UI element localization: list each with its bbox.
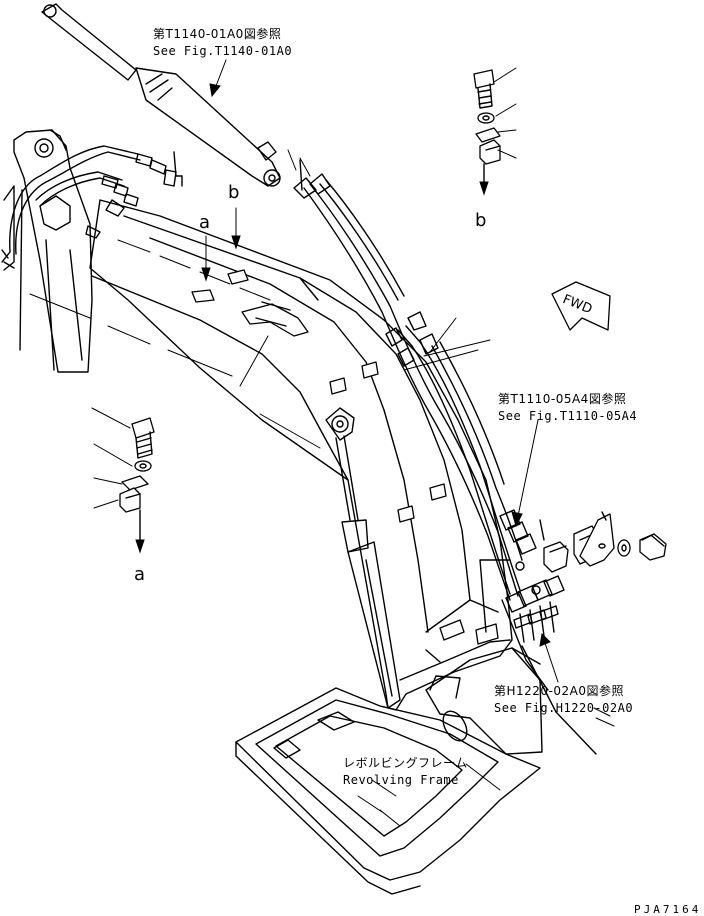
- fitting-cluster: [479, 509, 597, 755]
- ref-t1140-jp: 第T1140-01A0図参照: [153, 27, 282, 41]
- boom-clamps: [191, 269, 499, 645]
- clamp-half-icon: [579, 513, 615, 567]
- detail-b: [473, 67, 517, 196]
- bolt-icon: [131, 417, 155, 459]
- clamp-block-icon: [543, 541, 569, 573]
- reference-leaders: [201, 59, 615, 791]
- marker-b-detail: b: [475, 210, 487, 231]
- ref-h1220-en: See Fig.H1220-02A0: [494, 701, 634, 715]
- revolving-frame-label-jp: レボルビングフレーム: [343, 756, 468, 770]
- revolving-frame-label-en: Revolving Frame: [343, 773, 459, 787]
- washer-icon: [477, 112, 495, 124]
- clamp-plate-icon: [475, 127, 501, 143]
- revolving-frame: [235, 687, 541, 895]
- clamp-block-icon: [479, 139, 501, 165]
- clamp-plate-icon: [121, 475, 149, 491]
- ref-t1140-en: See Fig.T1140-01A0: [153, 44, 293, 58]
- drawing-code: PJA7164: [634, 903, 702, 916]
- ref-t1110-jp: 第T1110-05A4図参照: [498, 392, 627, 406]
- boom-cylinder: [325, 407, 401, 709]
- boom-dashed-centerline: [29, 239, 321, 449]
- fwd-arrow-icon: [551, 281, 611, 331]
- boom-hoses-right: [293, 159, 523, 601]
- detail-a: [91, 407, 155, 554]
- marker-a-detail: a: [134, 564, 146, 585]
- bolt-icon: [473, 69, 495, 109]
- arm: [1, 129, 93, 373]
- washer-icon: [134, 460, 152, 472]
- right-clamp-set: [539, 511, 667, 573]
- bolt-icon: [639, 533, 667, 561]
- ref-h1220-jp: 第H1220-02A0図参照: [494, 684, 625, 698]
- arm-hoses: [1, 145, 183, 263]
- marker-b-boom: b: [228, 182, 240, 203]
- washer-icon: [617, 539, 631, 557]
- clamp-block-icon: [119, 487, 141, 513]
- arm-cylinder: [41, 3, 281, 187]
- ref-t1110-en: See Fig.T1110-05A4: [498, 409, 638, 423]
- marker-a-boom: a: [199, 212, 211, 233]
